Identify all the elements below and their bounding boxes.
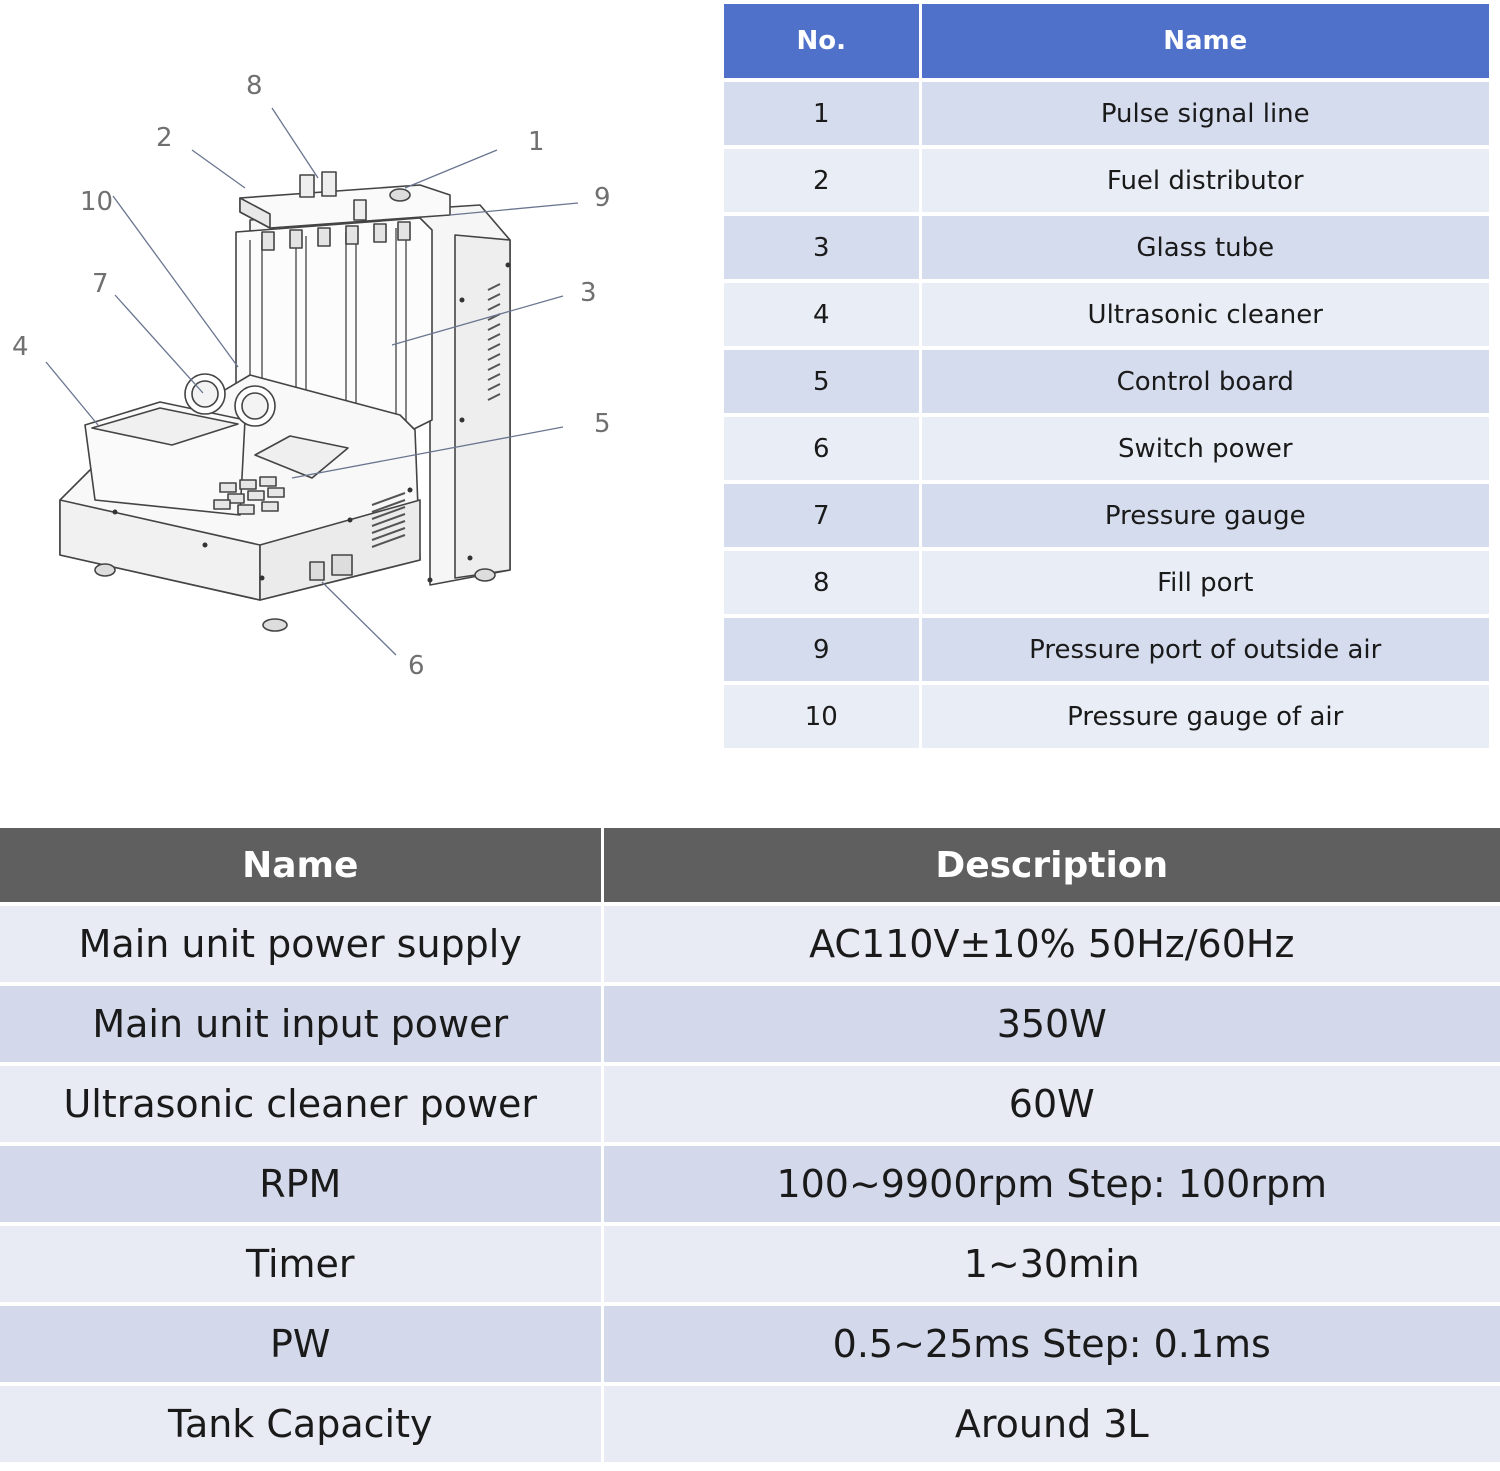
spec-description: 1~30min xyxy=(602,1222,1500,1304)
spec-name: RPM xyxy=(0,1142,604,1224)
part-name: Glass tube xyxy=(920,212,1489,281)
part-no: 9 xyxy=(724,614,922,683)
keypad xyxy=(213,476,285,515)
part-no: 7 xyxy=(724,480,922,549)
spec-name: Main unit input power xyxy=(0,982,604,1064)
injector-heads xyxy=(261,221,411,251)
callout-1: 1 xyxy=(528,127,545,157)
part-name: Pressure gauge of air xyxy=(920,681,1489,748)
spec-header-row: Name Description xyxy=(0,828,1500,904)
part-name: Fuel distributor xyxy=(920,145,1489,214)
spec-description: 0.5~25ms Step: 0.1ms xyxy=(602,1302,1500,1384)
part-name: Pressure port of outside air xyxy=(920,614,1489,683)
part-name: Switch power xyxy=(920,413,1489,482)
callout-8: 8 xyxy=(246,71,263,101)
callout-9: 9 xyxy=(594,183,611,213)
spec-name: PW xyxy=(0,1302,604,1384)
callout-5: 5 xyxy=(594,409,611,439)
spec-description: 100~9900rpm Step: 100rpm xyxy=(602,1142,1500,1224)
part-name: Pulse signal line xyxy=(920,78,1489,147)
spec-name: Ultrasonic cleaner power xyxy=(0,1062,604,1144)
part-no: 8 xyxy=(724,547,922,616)
spec-description: Around 3L xyxy=(602,1382,1500,1462)
power-switch xyxy=(309,561,325,581)
part-no: 4 xyxy=(724,279,922,348)
part-name: Ultrasonic cleaner xyxy=(920,279,1489,348)
spec-name: Tank Capacity xyxy=(0,1382,604,1462)
part-no: 6 xyxy=(724,413,922,482)
callout-4: 4 xyxy=(12,332,29,362)
cabinet-vents xyxy=(487,283,501,401)
part-no: 2 xyxy=(724,145,922,214)
spec-description: 350W xyxy=(602,982,1500,1064)
part-no: 5 xyxy=(724,346,922,415)
callout-6: 6 xyxy=(408,651,425,681)
callout-7: 7 xyxy=(92,269,109,299)
part-no: 1 xyxy=(724,78,922,147)
callout-10: 10 xyxy=(80,187,113,217)
part-no: 10 xyxy=(724,681,922,748)
parts-header-row: No. Name xyxy=(724,4,1489,80)
spec-name: Main unit power supply xyxy=(0,902,604,984)
spec-name: Timer xyxy=(0,1222,604,1304)
parts-header-name: Name xyxy=(920,4,1489,80)
part-name: Fill port xyxy=(920,547,1489,616)
part-no: 3 xyxy=(724,212,922,281)
control-screen xyxy=(254,435,349,479)
part-name: Control board xyxy=(920,346,1489,415)
spec-description: AC110V±10% 50Hz/60Hz xyxy=(602,902,1500,984)
part-name: Pressure gauge xyxy=(920,480,1489,549)
spec-header-name: Name xyxy=(0,828,604,904)
machine-diagram: 1 2 3 4 5 6 7 8 9 10 xyxy=(12,71,611,681)
callout-3: 3 xyxy=(580,278,597,308)
callout-2: 2 xyxy=(156,123,173,153)
power-socket xyxy=(331,554,353,576)
spec-description: 60W xyxy=(602,1062,1500,1144)
spec-header-description: Description xyxy=(602,828,1500,904)
parts-header-no: No. xyxy=(724,4,922,80)
console-vents xyxy=(371,492,406,548)
cabinet-side xyxy=(454,234,511,579)
